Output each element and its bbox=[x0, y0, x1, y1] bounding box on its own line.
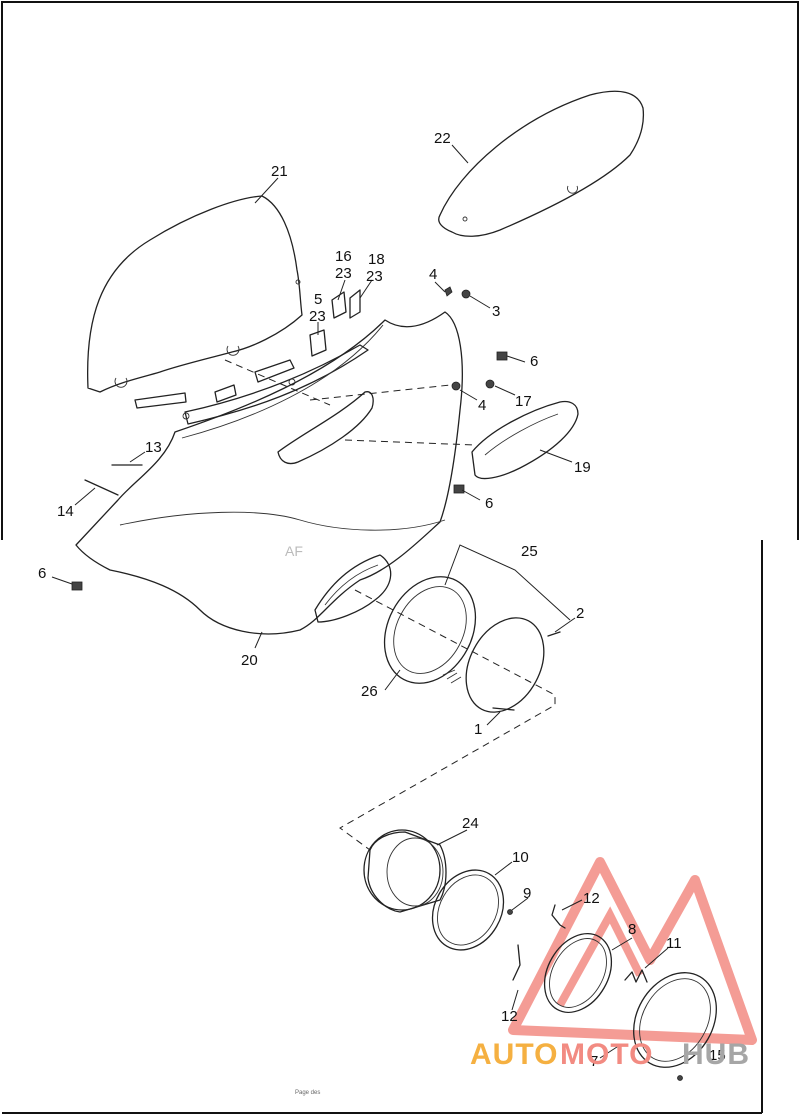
callout-7: 7 bbox=[590, 1053, 598, 1070]
ring-8 bbox=[543, 933, 613, 1013]
trim-strips bbox=[134, 289, 369, 425]
callout-10: 10 bbox=[512, 849, 529, 866]
callout-5: 5 bbox=[314, 291, 322, 308]
clips bbox=[512, 904, 648, 983]
callout-6c: 6 bbox=[38, 565, 46, 582]
ring-26 bbox=[383, 576, 545, 713]
callout-11: 11 bbox=[666, 935, 682, 952]
logo-inner bbox=[556, 906, 644, 1007]
callouts: 21 22 16 23 18 23 4 3 5 23 6 4 17 13 19 … bbox=[38, 130, 726, 1070]
callout-21: 21 bbox=[271, 163, 288, 180]
callout-1: 1 bbox=[474, 721, 482, 738]
callout-20: 20 bbox=[241, 652, 258, 669]
bracket-25 bbox=[444, 544, 571, 621]
callout-15: 15 bbox=[709, 1047, 726, 1064]
ghost-text: AF bbox=[285, 543, 303, 559]
callout-19: 19 bbox=[574, 459, 591, 476]
ring-10 bbox=[431, 869, 505, 951]
watermark-logo bbox=[508, 857, 757, 1045]
callout-12a: 12 bbox=[583, 890, 600, 907]
callout-25: 25 bbox=[521, 543, 538, 560]
callout-9: 9 bbox=[523, 885, 531, 902]
fairing-20 bbox=[75, 311, 463, 635]
callout-17: 17 bbox=[515, 393, 532, 410]
callout-23a: 23 bbox=[335, 265, 352, 282]
callout-4a: 4 bbox=[429, 266, 437, 283]
callout-12b: 12 bbox=[501, 1008, 518, 1025]
watermark-auto: AUTO bbox=[470, 1038, 558, 1071]
windshield-21 bbox=[86, 195, 303, 393]
callout-18: 18 bbox=[368, 251, 385, 268]
watermark-moto: MOTO bbox=[560, 1038, 653, 1071]
callout-22: 22 bbox=[434, 130, 451, 147]
headlamp-24 bbox=[363, 829, 447, 913]
page-footer: Page des bbox=[295, 1090, 320, 1096]
alignment-lines bbox=[224, 359, 556, 851]
callout-16: 16 bbox=[335, 248, 352, 265]
vent-19 bbox=[277, 391, 579, 480]
callout-23c: 23 bbox=[309, 308, 326, 325]
callout-6a: 6 bbox=[530, 353, 538, 370]
callout-4b: 4 bbox=[478, 397, 486, 414]
fasteners bbox=[71, 286, 683, 1081]
callout-13: 13 bbox=[145, 439, 162, 456]
callout-26: 26 bbox=[361, 683, 378, 700]
logo-triangle bbox=[508, 857, 757, 1045]
watermark-text: AUTO MOTO HUB bbox=[470, 1038, 750, 1071]
ring-7 bbox=[633, 972, 717, 1068]
callout-8: 8 bbox=[628, 921, 636, 938]
deflector-22 bbox=[438, 90, 645, 237]
watermark-hub: HUB bbox=[682, 1038, 750, 1071]
callout-6b: 6 bbox=[485, 495, 493, 512]
callout-23b: 23 bbox=[366, 268, 383, 285]
callout-24: 24 bbox=[462, 815, 479, 832]
callout-14: 14 bbox=[57, 503, 74, 520]
callout-3: 3 bbox=[492, 303, 500, 320]
leader-lines bbox=[51, 144, 669, 1059]
callout-2: 2 bbox=[576, 605, 584, 622]
